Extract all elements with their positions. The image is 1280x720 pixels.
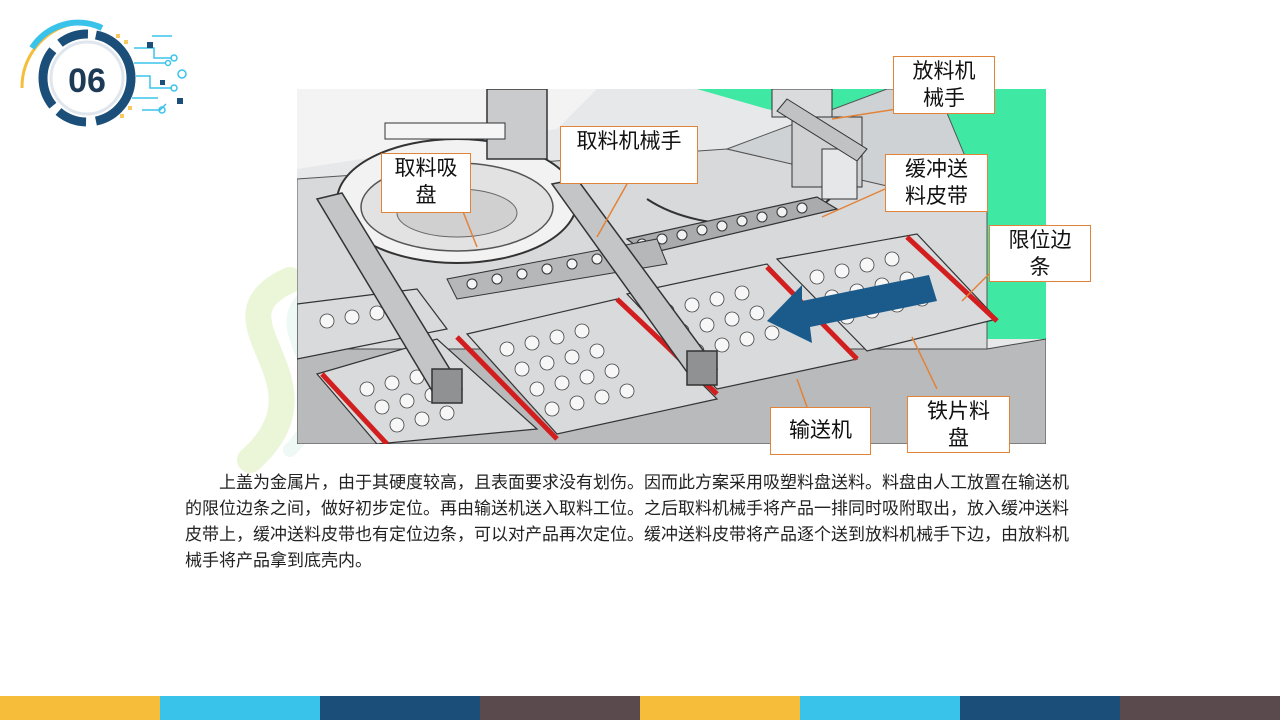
band-segment	[160, 696, 320, 720]
flow-direction-arrow	[767, 275, 937, 343]
callout-buffer-belt: 缓冲送料皮带	[885, 154, 988, 212]
callout-pick-arm: 取料机械手	[560, 126, 698, 184]
band-segment	[960, 696, 1120, 720]
slide-number: 06	[68, 62, 106, 100]
description-paragraph: 上盖为金属片，由于其硬度较高，且表面要求没有划伤。因而此方案采用吸塑料盘送料。料…	[185, 473, 1069, 571]
band-segment	[0, 696, 160, 720]
band-segment	[1120, 696, 1280, 720]
equipment-illustration	[297, 89, 1046, 444]
callout-suction-cup: 取料吸盘	[381, 153, 471, 213]
slide-number-badge: 06	[12, 18, 202, 128]
callout-conveyor: 输送机	[770, 407, 871, 455]
circuit-decoration-icon	[20, 19, 187, 127]
callout-limit-edge: 限位边条	[989, 225, 1091, 282]
band-segment	[640, 696, 800, 720]
band-segment	[320, 696, 480, 720]
band-segment	[800, 696, 960, 720]
callout-place-arm: 放料机械手	[893, 56, 995, 114]
band-segment	[480, 696, 640, 720]
bottom-color-band	[0, 696, 1280, 720]
callout-iron-tray: 铁片料盘	[907, 396, 1010, 453]
